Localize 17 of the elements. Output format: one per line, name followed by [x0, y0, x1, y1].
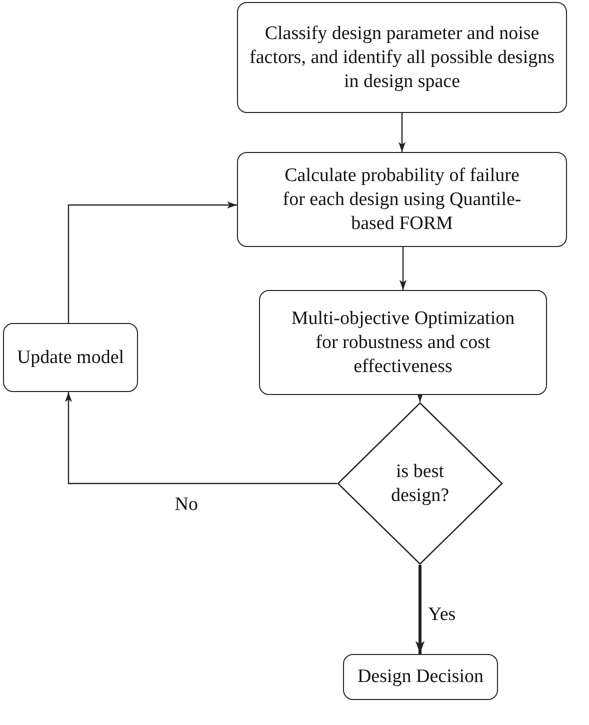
- terminal-box: [343, 654, 498, 700]
- box-text: Design Decision: [356, 665, 485, 689]
- decision-text: is best design?: [390, 460, 450, 508]
- arrow: [398, 113, 406, 152]
- box-text: Update model: [16, 346, 126, 370]
- process-box: [3, 323, 138, 392]
- process-box: [237, 2, 567, 113]
- arrow: [65, 392, 337, 484]
- process-box: [259, 290, 547, 395]
- process-box: [237, 152, 567, 247]
- arrow: [416, 392, 424, 402]
- box-text: Multi-objective Optimization for robustness and cost effectiveness: [290, 306, 516, 378]
- arrow: [68, 202, 237, 323]
- box-text: Classify design parameter and noise factors, and identify all possible designs in design space: [248, 22, 556, 94]
- arrow: [400, 247, 406, 290]
- arrow: [416, 565, 424, 654]
- box-text: Calculate probability of failure for each design using Quantile-based FORM: [282, 164, 522, 236]
